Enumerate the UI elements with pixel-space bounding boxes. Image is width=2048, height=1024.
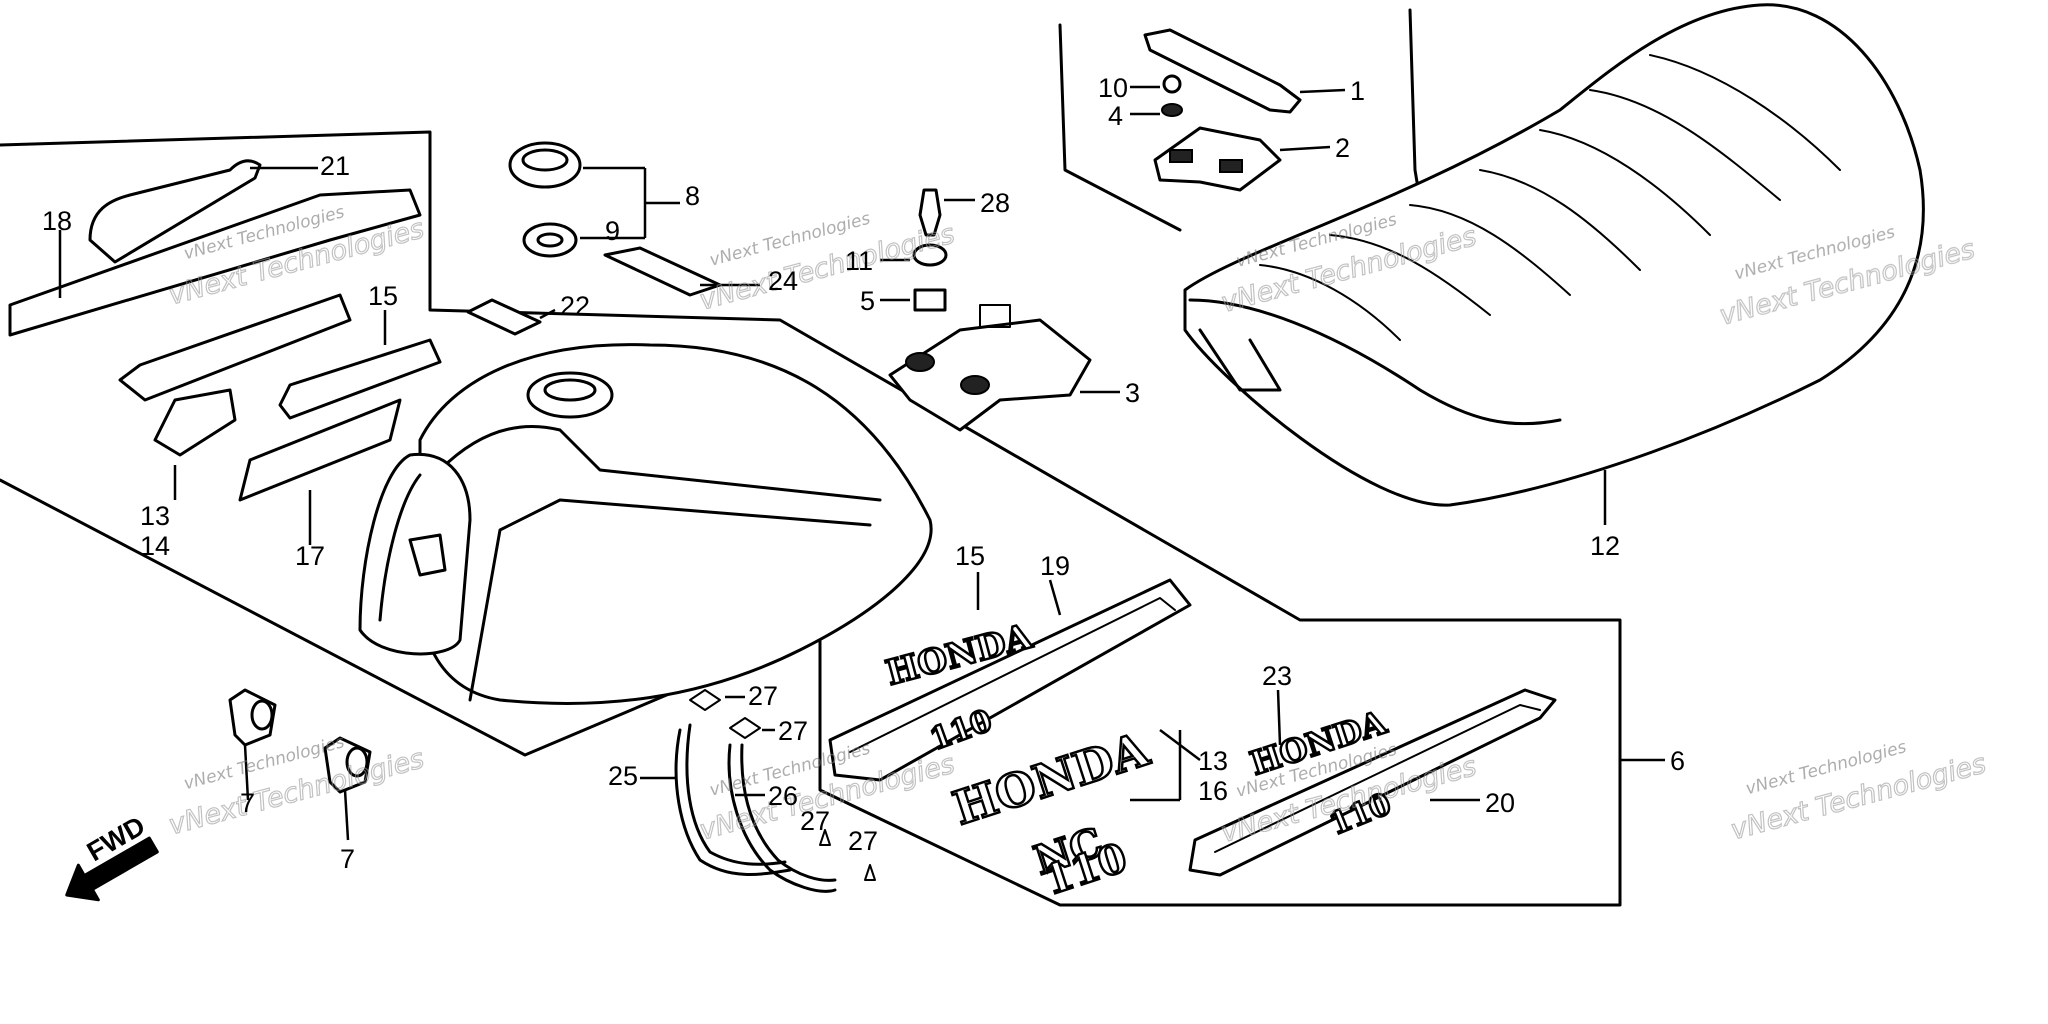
fuel-cap-parts — [466, 141, 760, 336]
part-number-label: 19 — [1040, 551, 1070, 581]
part-number-label: 24 — [768, 266, 798, 296]
part-number-label: 27 — [848, 826, 878, 856]
part-number-label: 18 — [42, 206, 72, 236]
part-number-label: 10 — [1098, 73, 1128, 103]
part-number-label: 14 — [140, 531, 170, 561]
part-number-label: 6 — [1670, 746, 1685, 776]
forward-arrow: FWD — [65, 810, 159, 902]
part-number-label: 13 — [1198, 746, 1228, 776]
part-number-label: 27 — [778, 716, 808, 746]
part-number-label: 5 — [860, 286, 875, 316]
part-number-label: 16 — [1198, 776, 1228, 806]
part-number-label: 9 — [605, 216, 620, 246]
part-number-label: 1 — [1350, 76, 1365, 106]
seat-assembly — [1183, 3, 1925, 525]
part-number-label: 11 — [845, 246, 873, 276]
part-number-label: 23 — [1262, 661, 1292, 691]
fuel-tubes — [640, 689, 876, 893]
fuel-tank — [358, 343, 933, 705]
part-number-label: 27 — [800, 806, 830, 836]
part-number-label: 4 — [1108, 101, 1123, 131]
part-labels: 1 2 3 5 6 7 7 8 9 10 4 11 12 13 14 13 16… — [42, 73, 1685, 874]
part-number-label: 15 — [368, 281, 398, 311]
part-number-label: 21 — [320, 151, 350, 181]
part-number-label: 8 — [685, 181, 700, 211]
seat-mount-parts — [880, 28, 1346, 432]
part-number-label: 13 — [140, 501, 170, 531]
part-number-label: 17 — [295, 541, 325, 571]
part-number-label: 27 — [748, 681, 778, 711]
part-number-label: 12 — [1590, 531, 1620, 561]
tank-rubbers — [8, 159, 442, 545]
part-number-label: 22 — [560, 291, 590, 321]
part-number-label: 25 — [608, 761, 638, 791]
part-number-label: 7 — [340, 844, 355, 874]
part-number-label: 15 — [955, 541, 985, 571]
part-number-label: 26 — [768, 781, 798, 811]
rubber-cushions — [228, 688, 372, 841]
part-number-label: 7 — [240, 788, 255, 818]
part-number-label: 2 — [1335, 133, 1350, 163]
part-number-label: 3 — [1125, 378, 1140, 408]
part-number-label: 20 — [1485, 788, 1515, 818]
part-number-label: 28 — [980, 188, 1010, 218]
